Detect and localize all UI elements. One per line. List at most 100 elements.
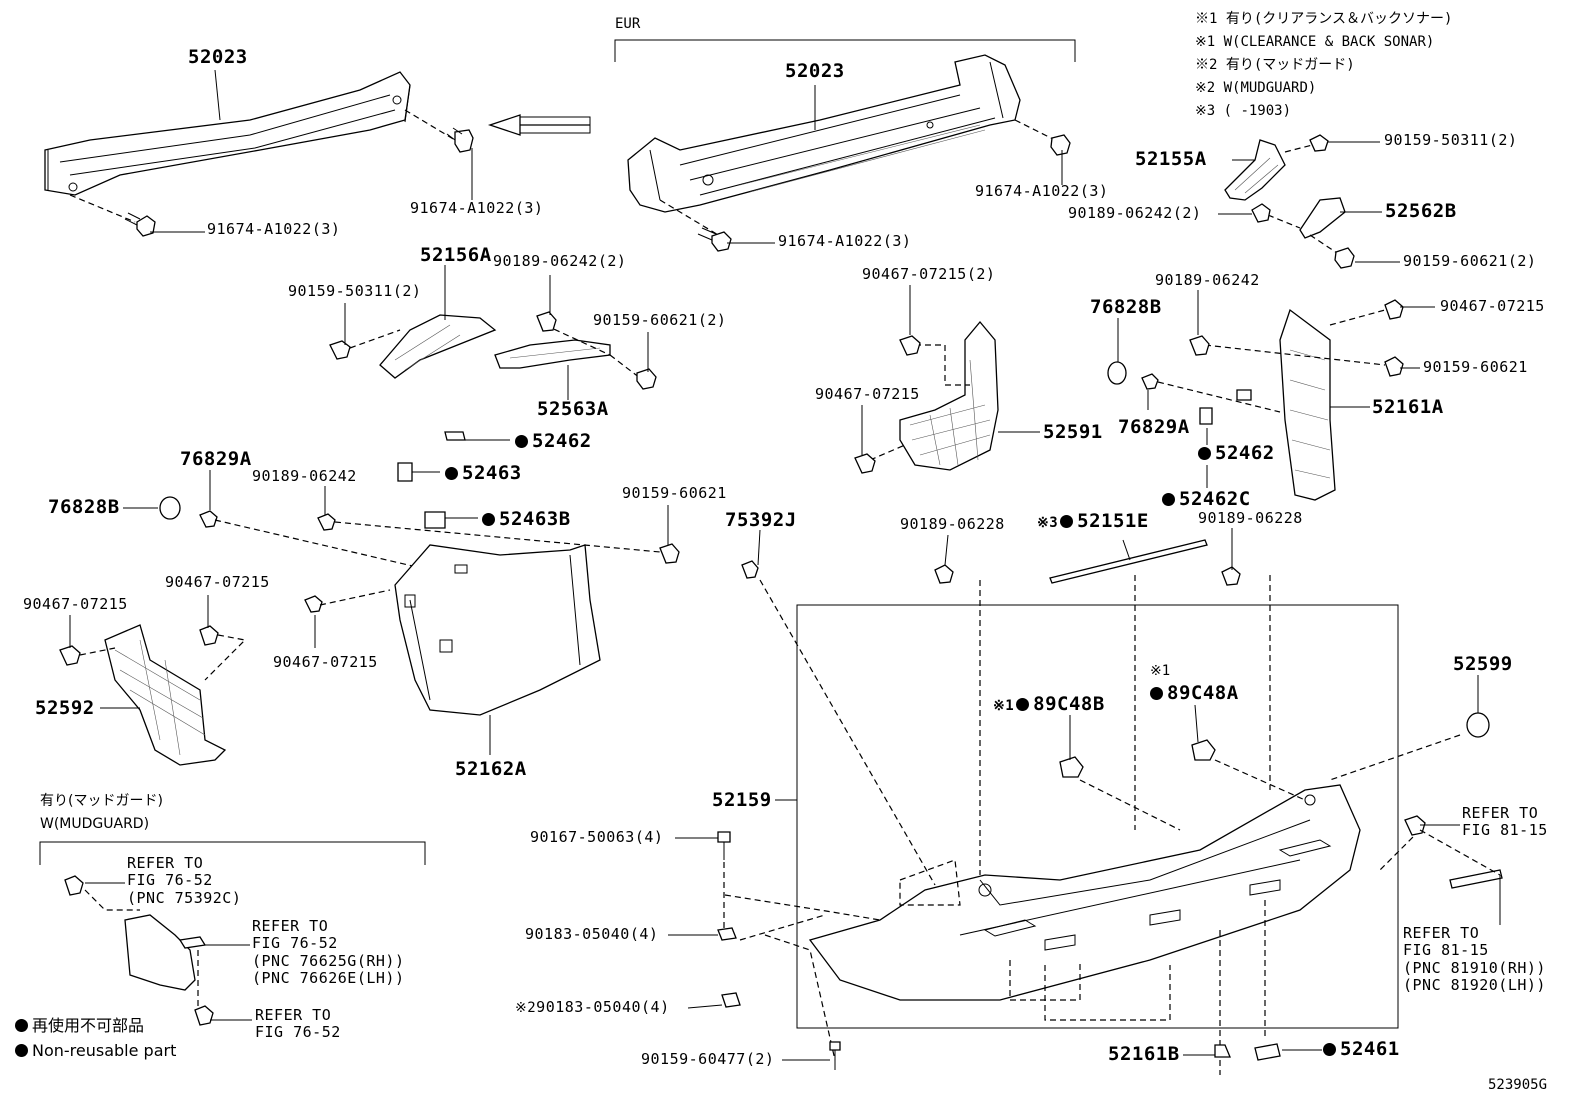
label-90467-07215-x2: 90467-07215(2) — [862, 265, 996, 283]
label-52592: 52592 — [35, 697, 95, 719]
label-52462-left-text: 52462 — [532, 430, 592, 452]
clip-drawing-b — [1221, 566, 1241, 586]
label-89C48A: 89C48A — [1150, 684, 1239, 703]
label-52023-eur: 52023 — [785, 60, 845, 82]
label-52461-text: 52461 — [1340, 1038, 1400, 1060]
label-90159-50311-left: 90159-50311(2) — [288, 282, 422, 300]
mudguard-ref-3: REFER TO FIG 76-52 — [255, 1006, 341, 1042]
label-90189-06242-left2: 90189-06242 — [252, 467, 357, 485]
label-52562B: 52562B — [1385, 200, 1457, 222]
label-52161A: 52161A — [1372, 396, 1444, 418]
label-90467-07215-center: 90467-07215 — [815, 385, 920, 403]
label-52462C: 52462C — [1162, 490, 1251, 509]
legend-jp: 再使用不可部品 — [15, 1018, 144, 1034]
label-90159-60621-left2: 90159-60621 — [622, 484, 727, 502]
label-bolt-eur-bottom: 91674-A1022(3) — [778, 232, 912, 250]
label-76828B-right: 76828B — [1090, 296, 1162, 318]
lower-fasteners-drawing — [717, 831, 1281, 1070]
grommet-52599-drawing — [1466, 712, 1490, 738]
label-90159-50311-right: 90159-50311(2) — [1384, 131, 1518, 149]
bracket-52592-drawing — [59, 624, 247, 766]
label-90183-05040-mudguard-text: 90183-05040(4) — [536, 998, 670, 1016]
note-2-jp: ※2 有り(マッドガード) — [1195, 57, 1355, 73]
side-piece-52162A-drawing — [394, 544, 601, 716]
bracket-52156A-drawing — [329, 311, 657, 390]
label-52462-right: 52462 — [1198, 444, 1275, 463]
label-90183-05040-mudguard: ※290183-05040(4) — [515, 998, 670, 1016]
note-1-jp: ※1 有り(クリアランス＆バックソナー) — [1195, 11, 1453, 27]
label-90467-07215-d: 90467-07215 — [273, 653, 378, 671]
label-90159-60621-right2: 90159-60621 — [1423, 358, 1528, 376]
label-90159-60477: 90159-60477(2) — [641, 1050, 775, 1068]
label-90183-05040-mark: ※2 — [515, 1000, 537, 1016]
label-89C48B-mark: ※1 — [993, 698, 1015, 714]
label-76828B-left: 76828B — [48, 496, 120, 518]
bumper-box — [796, 604, 1399, 1029]
bumper-cover-52159-drawing — [808, 784, 1361, 1001]
mudguard-box-drawing — [39, 841, 426, 1026]
label-52462-right-text: 52462 — [1215, 442, 1275, 464]
mudguard-ref-2: REFER TO FIG 76-52 (PNC 76625G(RH)) (PNC… — [252, 917, 405, 987]
label-90159-60621-left: 90159-60621(2) — [593, 311, 727, 329]
label-52462-left: 52462 — [515, 432, 592, 451]
label-89C48B-text: 89C48B — [1033, 693, 1105, 715]
bracket-89C48B-drawing — [1059, 756, 1084, 778]
label-52151E-mark: ※3 — [1037, 515, 1059, 531]
label-52599: 52599 — [1453, 653, 1513, 675]
ref-fig-81-15-a: REFER TO FIG 81-15 — [1462, 804, 1548, 840]
label-52463: 52463 — [445, 464, 522, 483]
label-90167-50063: 90167-50063(4) — [530, 828, 664, 846]
label-90189-06228-right: 90189-06228 — [1198, 509, 1303, 527]
mudguard-title-en: W(MUDGUARD) — [40, 816, 150, 832]
label-bolt-left-top: 91674-A1022(3) — [410, 199, 544, 217]
note-2-en: ※2 W(MUDGUARD) — [1195, 80, 1317, 96]
label-52591: 52591 — [1043, 421, 1103, 443]
strip-52151E-drawing — [1049, 539, 1208, 584]
label-52463B: 52463B — [482, 510, 571, 529]
eur-bracket — [614, 39, 1076, 62]
label-90183-05040: 90183-05040(4) — [525, 925, 659, 943]
label-90189-06242-left: 90189-06242(2) — [493, 252, 627, 270]
bolt-drawings-left — [69, 109, 474, 237]
clip-drawing-a — [934, 564, 954, 584]
label-76829A-right: 76829A — [1118, 416, 1190, 438]
eur-label: EUR — [615, 16, 641, 32]
legend-en: Non-reusable part — [15, 1043, 176, 1059]
arrow-icon — [487, 114, 590, 136]
label-52159: 52159 — [712, 789, 772, 811]
label-52161B: 52161B — [1108, 1043, 1180, 1065]
reinforcement-left-drawing — [44, 71, 411, 196]
ref-fig-81-15-b: REFER TO FIG 81-15 (PNC 81910(RH)) (PNC … — [1403, 924, 1546, 994]
label-89C48A-mark: ※1 — [1150, 663, 1171, 679]
leader-lines — [69, 69, 1501, 1061]
label-90467-07215-a: 90467-07215 — [165, 573, 270, 591]
figure-id: 523905G — [1488, 1077, 1548, 1093]
label-52023-left: 52023 — [188, 46, 248, 68]
label-bolt-left-bottom: 91674-A1022(3) — [207, 220, 341, 238]
label-52462C-text: 52462C — [1179, 488, 1251, 510]
label-89C48A-text: 89C48A — [1167, 682, 1239, 704]
mudguard-title-jp: 有り(マッドガード) — [40, 793, 163, 809]
label-52151E-text: 52151E — [1077, 510, 1149, 532]
legend-en-text: Non-reusable part — [32, 1041, 177, 1060]
bracket-52591-drawing — [854, 320, 999, 474]
bumper-leaders — [724, 575, 1461, 1075]
label-90189-06242-right2: 90189-06242 — [1155, 271, 1260, 289]
label-90159-60621-right: 90159-60621(2) — [1403, 252, 1537, 270]
note-3: ※3 ( -1903) — [1195, 103, 1292, 119]
bracket-89C48A-drawing — [1191, 739, 1216, 761]
label-90467-07215-right: 90467-07215 — [1440, 297, 1545, 315]
label-52155A: 52155A — [1135, 148, 1207, 170]
label-52156A: 52156A — [420, 244, 492, 266]
label-52151E: ※3 52151E — [1037, 512, 1149, 531]
label-52461: 52461 — [1323, 1040, 1400, 1059]
reinforcement-eur-drawing — [627, 54, 1021, 213]
bracket-52155A-drawing — [1224, 134, 1355, 269]
label-76829A-left: 76829A — [180, 448, 252, 470]
label-90189-06228-left: 90189-06228 — [900, 515, 1005, 533]
label-90467-07215-b: 90467-07215 — [23, 595, 128, 613]
ref-8115-strip-drawing — [1449, 869, 1503, 889]
pads-left-drawing — [397, 431, 466, 529]
